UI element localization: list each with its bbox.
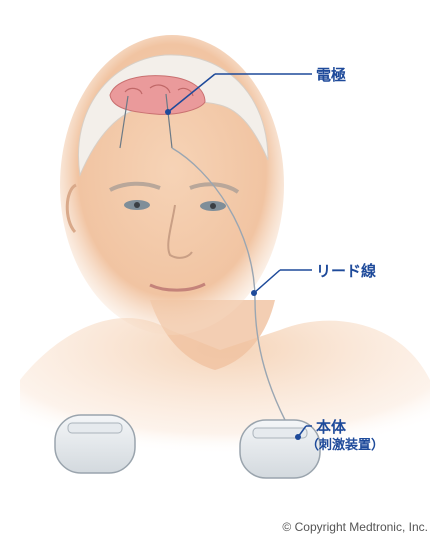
label-electrode: 電極 [316,64,346,85]
stimulator-left [55,415,135,473]
copyright-text: © Copyright Medtronic, Inc. [282,520,428,534]
label-main-unit-sub: （刺激装置） [306,434,384,453]
label-lead-wire: リード線 [316,260,376,281]
